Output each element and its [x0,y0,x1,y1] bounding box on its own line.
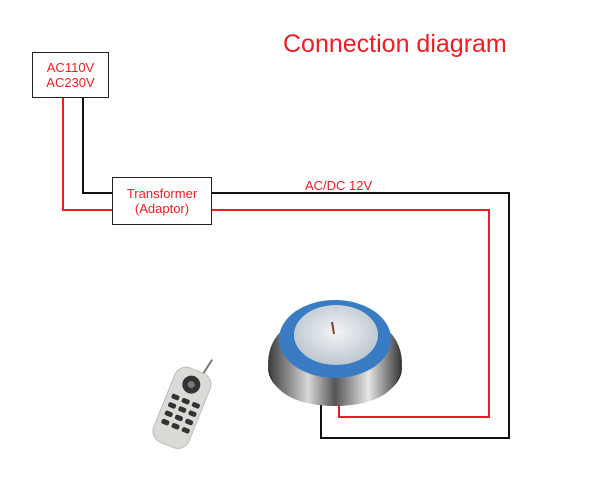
wire-black-output [212,192,510,439]
transformer-line2: (Adaptor) [134,201,190,216]
wire-black-input [82,98,112,194]
remote-control-icon [152,359,214,449]
diagram-title: Connection diagram [283,30,507,58]
wire-red-input [62,98,112,211]
power-source-line2: AC230V [46,75,95,90]
wire-red-output [212,209,490,418]
transformer-box: Transformer (Adaptor) [112,177,212,225]
power-source-line1: AC110V [46,60,95,75]
transformer-line1: Transformer [126,186,198,201]
pool-light-icon [268,300,402,406]
output-voltage-label: AC/DC 12V [305,178,373,193]
power-source-box: AC110V AC230V [32,52,109,98]
